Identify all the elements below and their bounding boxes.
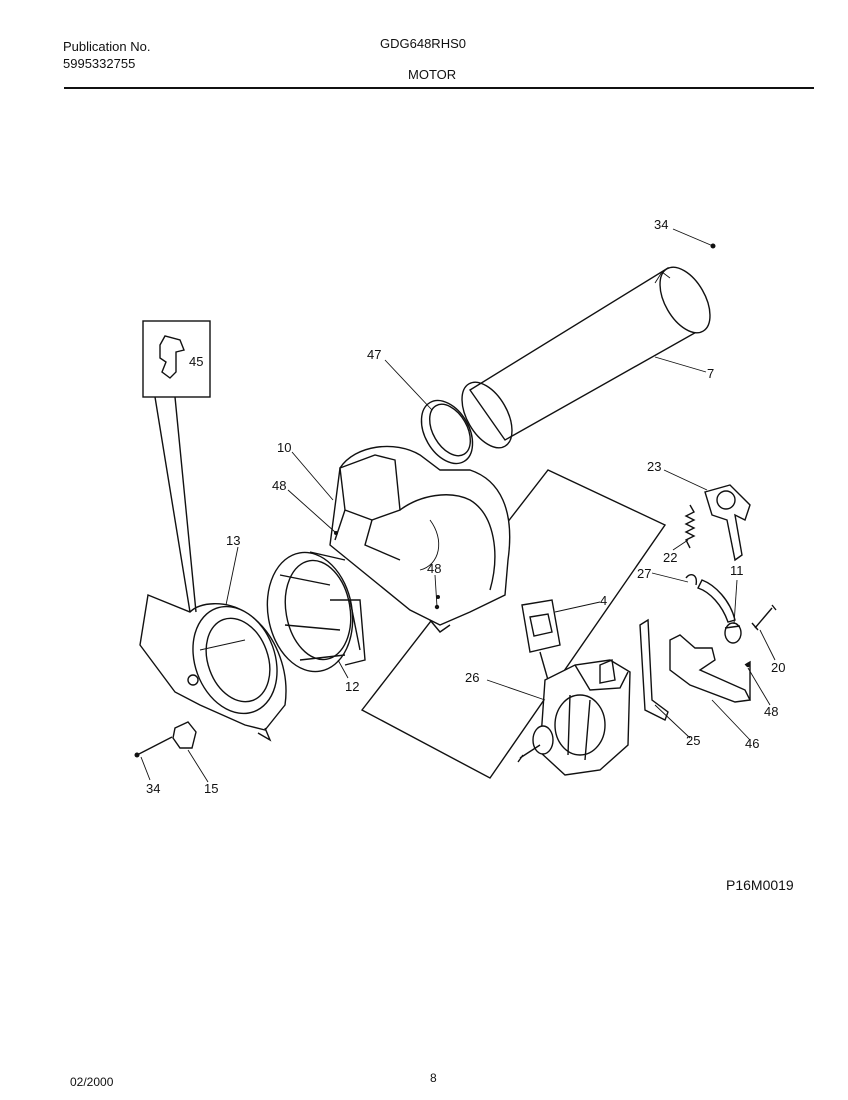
callout-46: 46 (745, 736, 759, 751)
blower-wheel-part (266, 551, 366, 673)
idler-pulley-part (704, 484, 751, 562)
callout-26: 26 (465, 670, 479, 685)
pulley-part (724, 622, 742, 644)
callout-34-bottom: 34 (146, 781, 160, 796)
idler-arm-part (685, 573, 736, 623)
publication-label: Publication No. (63, 39, 151, 54)
screw-head-lower (134, 752, 140, 758)
idler-spring-part (684, 504, 696, 549)
diagram-id: P16M0019 (726, 877, 794, 893)
callout-48-housing: 48 (272, 478, 286, 493)
callout-45: 45 (189, 354, 203, 369)
mount-plate-part (669, 634, 752, 703)
callout-11: 11 (730, 563, 744, 578)
callout-48-plate: 48 (764, 704, 778, 719)
callout-48-center: 48 (427, 561, 441, 576)
callout-12: 12 (345, 679, 359, 694)
ring-seal-part (420, 399, 474, 465)
bolt-part (751, 604, 777, 631)
motor-switch-part (521, 599, 561, 681)
callout-23: 23 (647, 459, 661, 474)
callout-4: 4 (600, 593, 607, 608)
front-bulkhead-part (139, 594, 287, 742)
section-title: MOTOR (408, 67, 457, 82)
callout-27: 27 (637, 566, 651, 581)
callout-25: 25 (686, 733, 700, 748)
callout-20: 20 (771, 660, 785, 675)
footer-date: 02/2000 (70, 1075, 114, 1089)
callout-22: 22 (663, 550, 677, 565)
drive-motor-part (517, 659, 631, 776)
clip-inset-box (142, 320, 211, 613)
callout-15: 15 (204, 781, 218, 796)
duct-tube-part (461, 266, 711, 449)
callout-13: 13 (226, 533, 240, 548)
callout-7: 7 (707, 366, 714, 381)
callout-labels: 34 7 47 45 10 48 13 48 12 23 22 27 11 4 … (146, 217, 785, 796)
screw-head-plate (745, 662, 751, 668)
publication-number: 5995332755 (63, 56, 136, 71)
callout-34-top: 34 (654, 217, 668, 232)
screw-part-lower (136, 736, 173, 756)
motor-bracket-part (639, 618, 669, 721)
thermostat-part (172, 721, 197, 749)
blower-housing-part (329, 445, 511, 633)
page-number: 8 (430, 1071, 437, 1085)
callout-10: 10 (277, 440, 291, 455)
leader-lines (140, 228, 776, 783)
callout-47: 47 (367, 347, 381, 362)
header-rule (64, 87, 814, 89)
model-number: GDG648RHS0 (380, 36, 466, 51)
